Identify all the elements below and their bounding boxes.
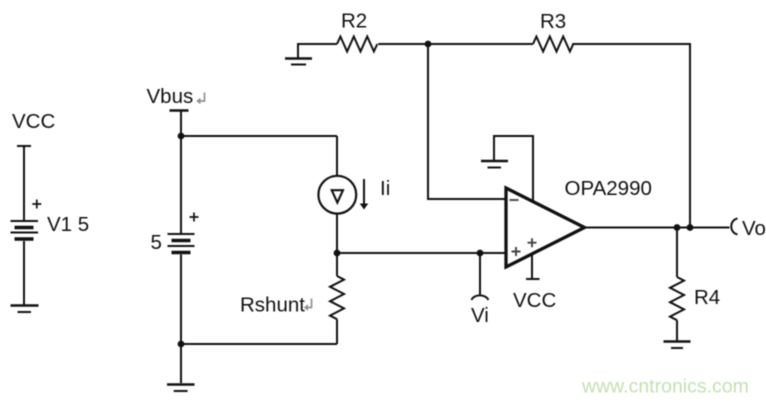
svg-text:Ii: Ii — [380, 177, 390, 200]
svg-text:Vi: Vi — [471, 304, 489, 327]
svg-text:V1 5: V1 5 — [47, 213, 89, 236]
svg-text:Vo: Vo — [742, 217, 766, 240]
svg-text:Rshunt: Rshunt — [240, 294, 305, 317]
svg-text:5: 5 — [151, 231, 162, 254]
svg-text:Vbus: Vbus — [147, 85, 194, 108]
svg-text:R3: R3 — [540, 10, 566, 33]
svg-text:www.cntronics.com: www.cntronics.com — [581, 376, 749, 398]
svg-text:VCC: VCC — [513, 289, 556, 312]
svg-text:OPA2990: OPA2990 — [565, 177, 652, 200]
svg-text:R4: R4 — [694, 286, 720, 309]
svg-text:R2: R2 — [341, 10, 367, 33]
svg-text:VCC: VCC — [12, 110, 55, 133]
